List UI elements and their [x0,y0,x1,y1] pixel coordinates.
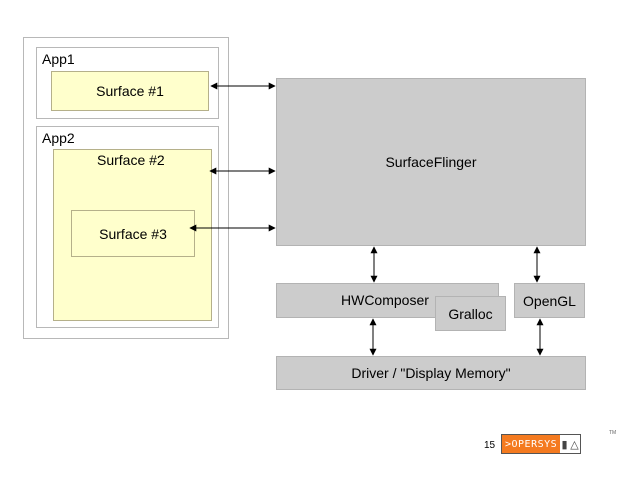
app2-label: App2 [42,130,75,146]
logo-icons: ▮ △ [560,435,580,453]
surface-1-label: Surface #1 [96,83,164,99]
surfaceflinger-box: SurfaceFlinger [276,78,586,246]
opengl-box: OpenGL [514,283,585,318]
gralloc-box: Gralloc [435,296,506,331]
app1-label: App1 [42,51,75,67]
surface-2-label: Surface #2 [97,152,165,168]
android-icon: ▮ [561,438,568,451]
opengl-label: OpenGL [523,292,576,309]
gralloc-label: Gralloc [448,305,493,322]
page-number: 15 [484,440,496,451]
surface-3-label: Surface #3 [99,225,167,242]
driver-label: Driver / "Display Memory" [351,365,511,381]
surfaceflinger-label: SurfaceFlinger [385,154,477,170]
trademark-mark: TM [609,430,617,436]
surface-3: Surface #3 [71,210,195,257]
driver-box: Driver / "Display Memory" [276,356,586,390]
hwcomposer-label: HWComposer [341,292,429,308]
logo-text: >OPERSYS [502,435,561,453]
linux-tux-icon: △ [570,438,579,451]
surface-1: Surface #1 [51,71,209,111]
opersys-logo: >OPERSYS ▮ △ [501,434,581,454]
